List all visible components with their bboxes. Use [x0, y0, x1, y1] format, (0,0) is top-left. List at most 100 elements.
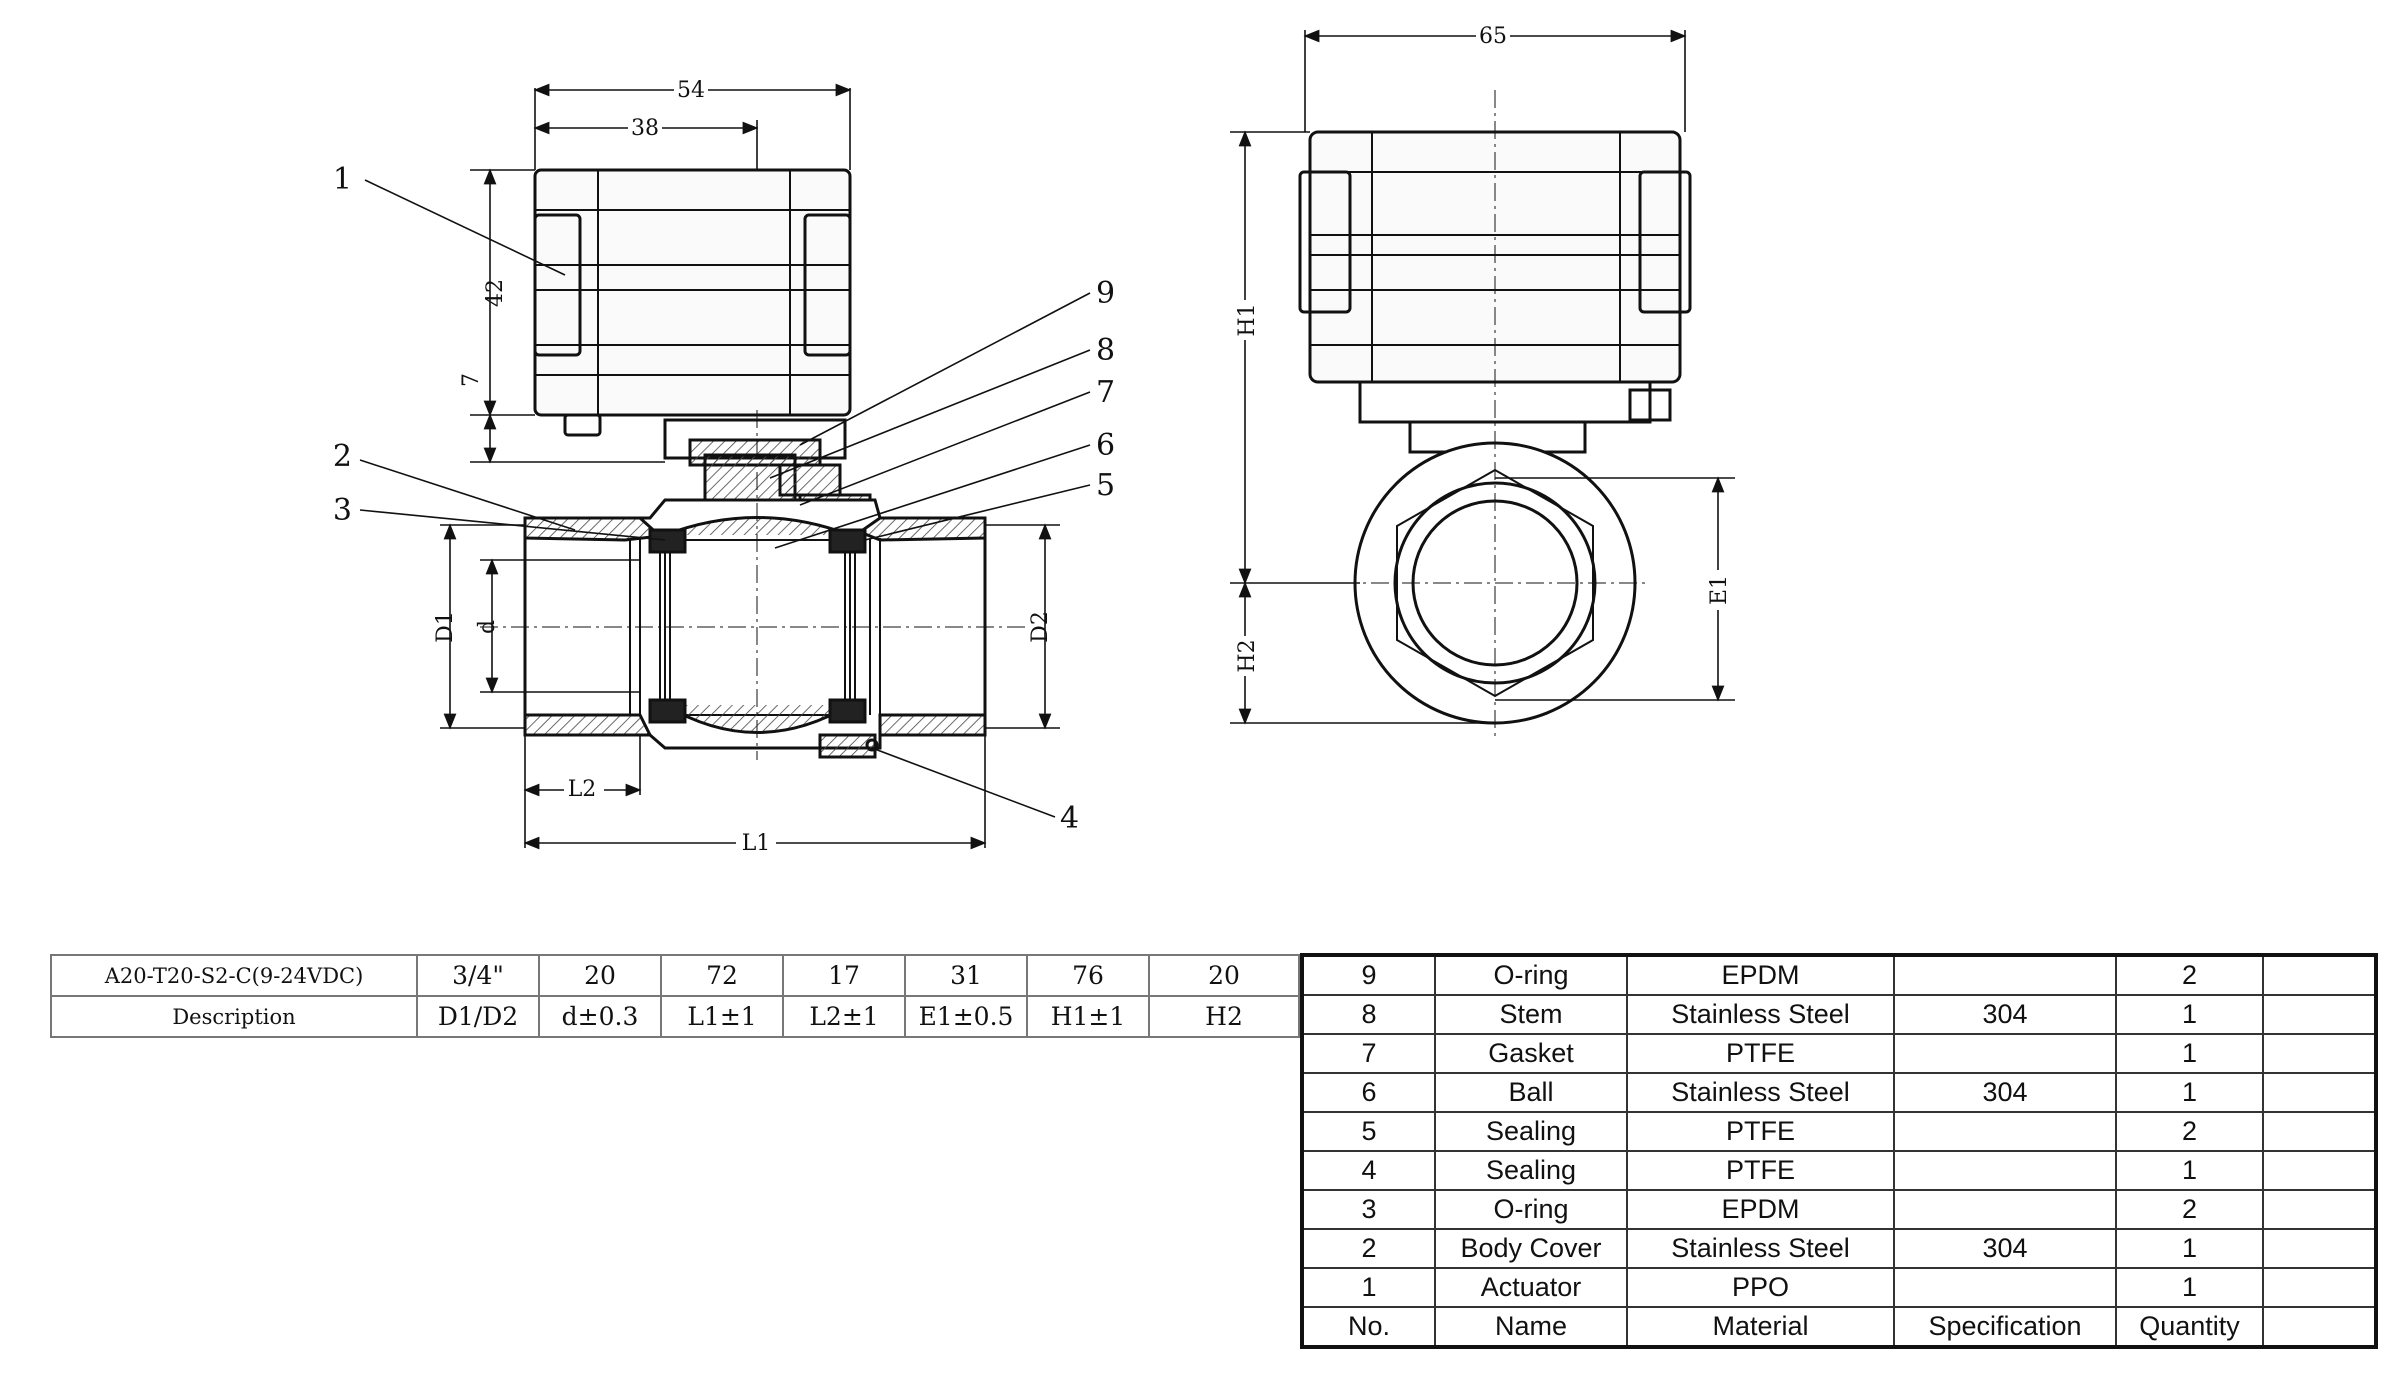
callout-6: 6	[1096, 428, 1115, 463]
bom-no: 2	[1301, 1228, 1436, 1269]
spec-label: H1±1	[1026, 995, 1150, 1038]
bom-spec	[1893, 1267, 2117, 1308]
dim-7: 7	[459, 373, 484, 387]
bom-blank	[2262, 1189, 2377, 1230]
spec-labels-row: Description D1/D2 d±0.3 L1±1 L2±1 E1±0.5…	[50, 995, 1300, 1038]
bom-name: Gasket	[1434, 1033, 1628, 1074]
bom-spec	[1893, 1189, 2117, 1230]
callout-8: 8	[1096, 333, 1115, 368]
spec-label: L2±1	[782, 995, 906, 1038]
bom-header-spec: Specification	[1893, 1306, 2117, 1348]
bom-material: PTFE	[1626, 1033, 1895, 1074]
dim-H1: H1	[1235, 303, 1260, 336]
front-valve-body	[480, 410, 1030, 760]
spec-label: d±0.3	[538, 995, 662, 1038]
bom-no: 9	[1301, 954, 1436, 996]
bom-header-no: No.	[1301, 1306, 1436, 1348]
side-valve-body	[1340, 90, 1650, 740]
bom-blank	[2262, 1150, 2377, 1191]
bom-material: Stainless Steel	[1626, 1228, 1895, 1269]
bom-no: 1	[1301, 1267, 1436, 1308]
bom-qty: 1	[2115, 1033, 2264, 1074]
callout-1: 1	[333, 162, 352, 197]
spec-label: H2	[1148, 995, 1300, 1038]
bom-blank	[2262, 1111, 2377, 1152]
spec-value: 3/4"	[416, 954, 540, 997]
bom-name: Actuator	[1434, 1267, 1628, 1308]
bom-blank	[2262, 1228, 2377, 1269]
bom-material: PTFE	[1626, 1150, 1895, 1191]
front-actuator	[533, 168, 852, 437]
callout-3: 3	[333, 493, 352, 528]
bom-material: EPDM	[1626, 1189, 1895, 1230]
bom-header-qty: Quantity	[2115, 1306, 2264, 1348]
dim-D2: D2	[1028, 611, 1053, 643]
bom-blank	[2262, 1033, 2377, 1074]
bom-spec: 304	[1893, 1228, 2117, 1269]
bom-material: Stainless Steel	[1626, 1072, 1895, 1113]
bom-no: 5	[1301, 1111, 1436, 1152]
bom-spec: 304	[1893, 994, 2117, 1035]
bom-spec: 304	[1893, 1072, 2117, 1113]
bom-blank	[2262, 994, 2377, 1035]
bom-blank	[2262, 1072, 2377, 1113]
dim-L1: L1	[742, 831, 771, 856]
callout-labels: 1 2 3 4 5 6 7 8 9	[333, 162, 1115, 836]
bom-no: 8	[1301, 994, 1436, 1035]
bom-name: Ball	[1434, 1072, 1628, 1113]
dim-H2: H2	[1235, 639, 1260, 672]
bom-material: PPO	[1626, 1267, 1895, 1308]
dim-42: 42	[483, 279, 508, 307]
spec-values-row: A20-T20-S2-C(9-24VDC) 3/4" 20 72 17 31 7…	[50, 954, 1300, 997]
callout-4: 4	[1060, 801, 1079, 836]
spec-value: 76	[1026, 954, 1150, 997]
spec-value: 31	[904, 954, 1028, 997]
side-view	[1298, 90, 1692, 740]
bom-name: Sealing	[1434, 1111, 1628, 1152]
bom-name: O-ring	[1434, 954, 1628, 996]
valve-technical-drawing: 54 38 42 7 D1 d D2 L2 L1 1 2 3 4 5 6 7 8…	[333, 22, 1735, 856]
bom-qty: 1	[2115, 1150, 2264, 1191]
dim-65: 65	[1479, 24, 1507, 49]
bom-spec	[1893, 1150, 2117, 1191]
spec-value: 20	[538, 954, 662, 997]
dim-D1: D1	[433, 611, 458, 643]
bom-qty: 2	[2115, 1189, 2264, 1230]
spec-model: A20-T20-S2-C(9-24VDC)	[50, 954, 418, 997]
bom-blank	[2262, 954, 2377, 996]
bom-header-row: No. Name Material Specification Quantity	[1301, 1306, 2377, 1348]
dim-38: 38	[631, 116, 659, 141]
spec-label: Description	[50, 995, 418, 1038]
bom-qty: 2	[2115, 1111, 2264, 1152]
callout-2: 2	[333, 439, 352, 474]
bom-spec	[1893, 954, 2117, 996]
callout-leaders	[359, 179, 1091, 818]
callout-7: 7	[1096, 375, 1115, 410]
bom-blank	[2262, 1267, 2377, 1308]
bom-name: O-ring	[1434, 1189, 1628, 1230]
bom-header-name: Name	[1434, 1306, 1628, 1348]
bom-header-material: Material	[1626, 1306, 1895, 1348]
bom-name: Stem	[1434, 994, 1628, 1035]
bom-spec	[1893, 1033, 2117, 1074]
bom-qty: 2	[2115, 954, 2264, 996]
spec-value: 17	[782, 954, 906, 997]
spec-value: 72	[660, 954, 784, 997]
bom-qty: 1	[2115, 1267, 2264, 1308]
front-view	[480, 168, 1030, 760]
side-neck	[1358, 380, 1672, 454]
dim-54: 54	[677, 78, 705, 103]
dimension-spec-table: A20-T20-S2-C(9-24VDC) 3/4" 20 72 17 31 7…	[50, 954, 1300, 1038]
bom-qty: 1	[2115, 994, 2264, 1035]
spec-label: D1/D2	[416, 995, 540, 1038]
side-view-dimension-labels: 65 H1 H2 E1	[1234, 22, 1732, 676]
bom-header-blank	[2262, 1306, 2377, 1348]
